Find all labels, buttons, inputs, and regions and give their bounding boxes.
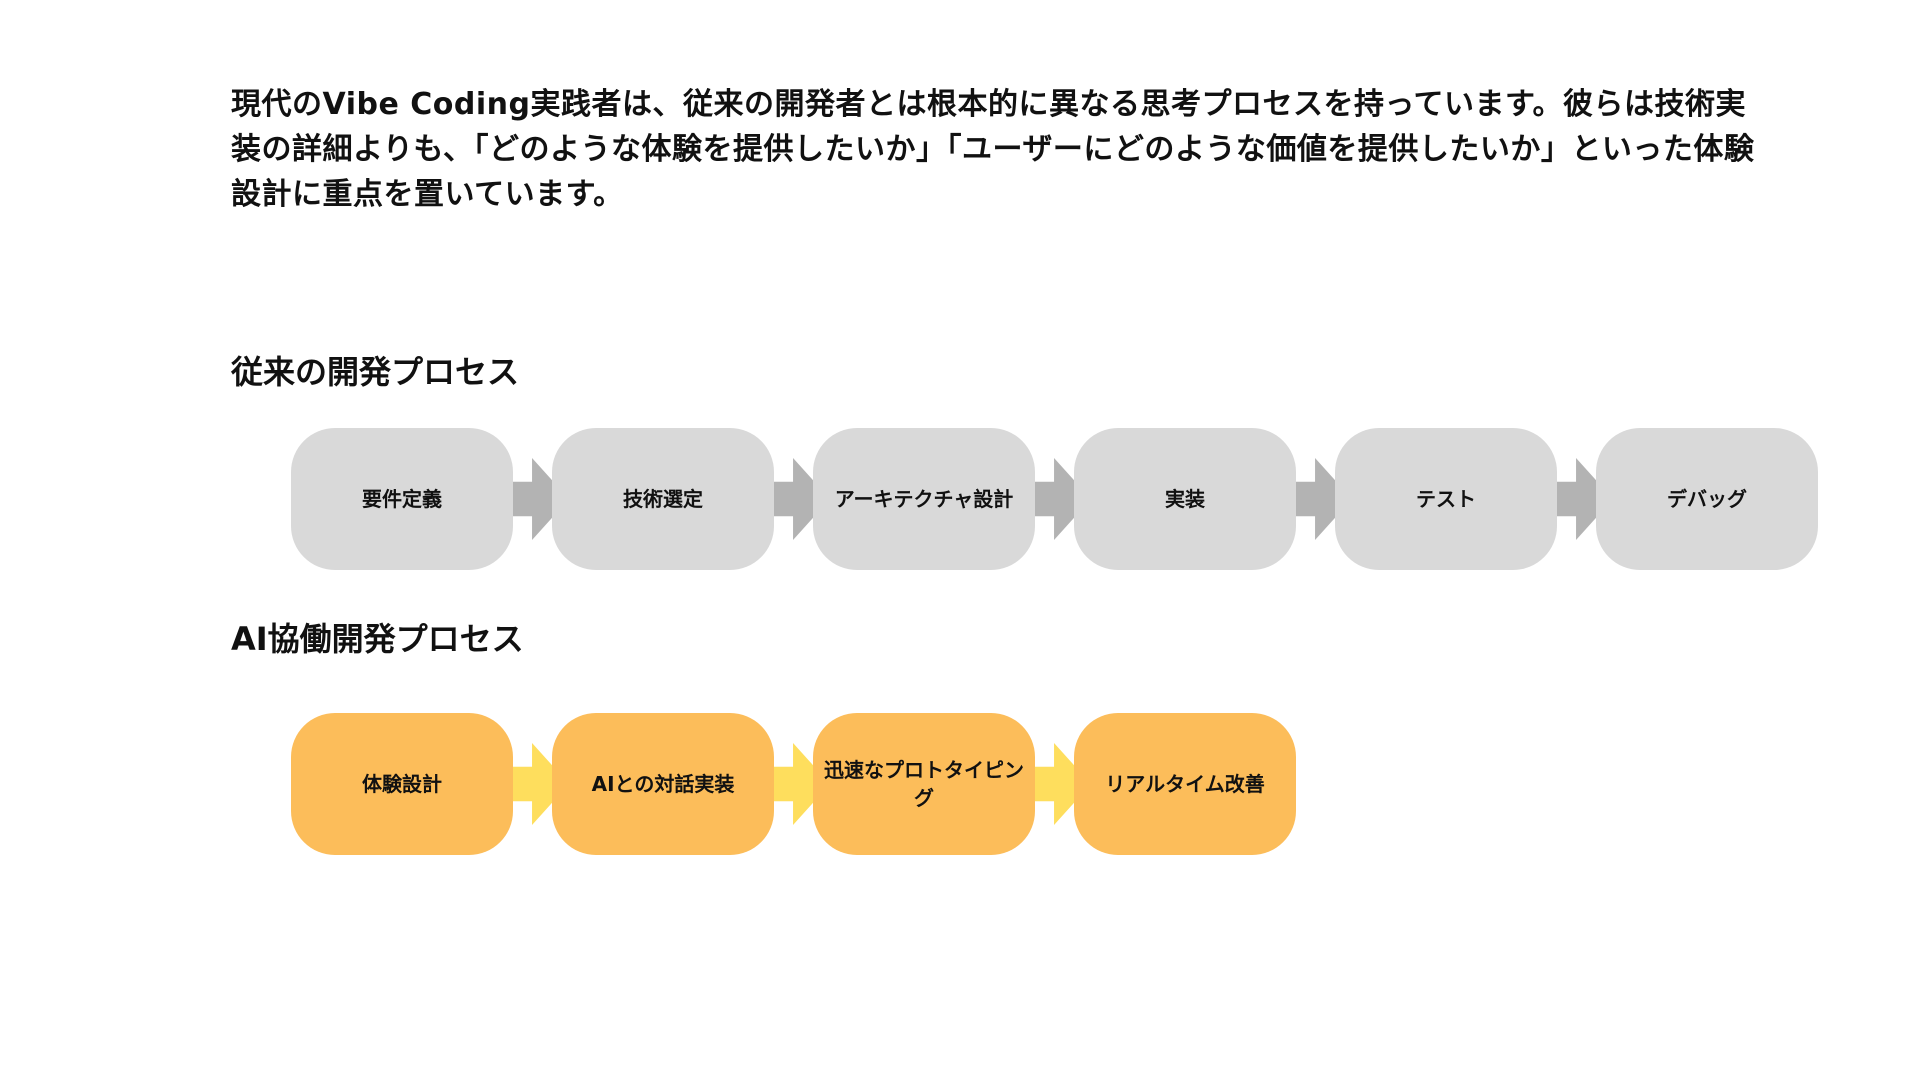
traditional-process-title: 従来の開発プロセス — [231, 353, 520, 391]
ai-step-dialogue-implementation: AIとの対話実装 — [552, 713, 774, 855]
ai-step-experience-design: 体験設計 — [291, 713, 513, 855]
ai-step-rapid-prototyping: 迅速なプロトタイピング — [813, 713, 1035, 855]
ai-process-flow: 体験設計 AIとの対話実装 迅速なプロトタイピング リアルタイム改善 — [291, 713, 1296, 855]
traditional-process-flow: 要件定義 技術選定 アーキテクチャ設計 実装 テスト デバッグ — [291, 428, 1821, 570]
intro-paragraph: 現代のVibe Coding実践者は、従来の開発者とは根本的に異なる思考プロセス… — [231, 87, 1755, 212]
ai-process-title: AI協働開発プロセス — [231, 620, 524, 658]
traditional-step-requirements: 要件定義 — [291, 428, 513, 570]
traditional-step-test: テスト — [1335, 428, 1557, 570]
traditional-step-implementation: 実装 — [1074, 428, 1296, 570]
traditional-step-architecture: アーキテクチャ設計 — [813, 428, 1035, 570]
traditional-step-debug: デバッグ — [1596, 428, 1818, 570]
traditional-step-tech-selection: 技術選定 — [552, 428, 774, 570]
ai-step-realtime-improvement: リアルタイム改善 — [1074, 713, 1296, 855]
